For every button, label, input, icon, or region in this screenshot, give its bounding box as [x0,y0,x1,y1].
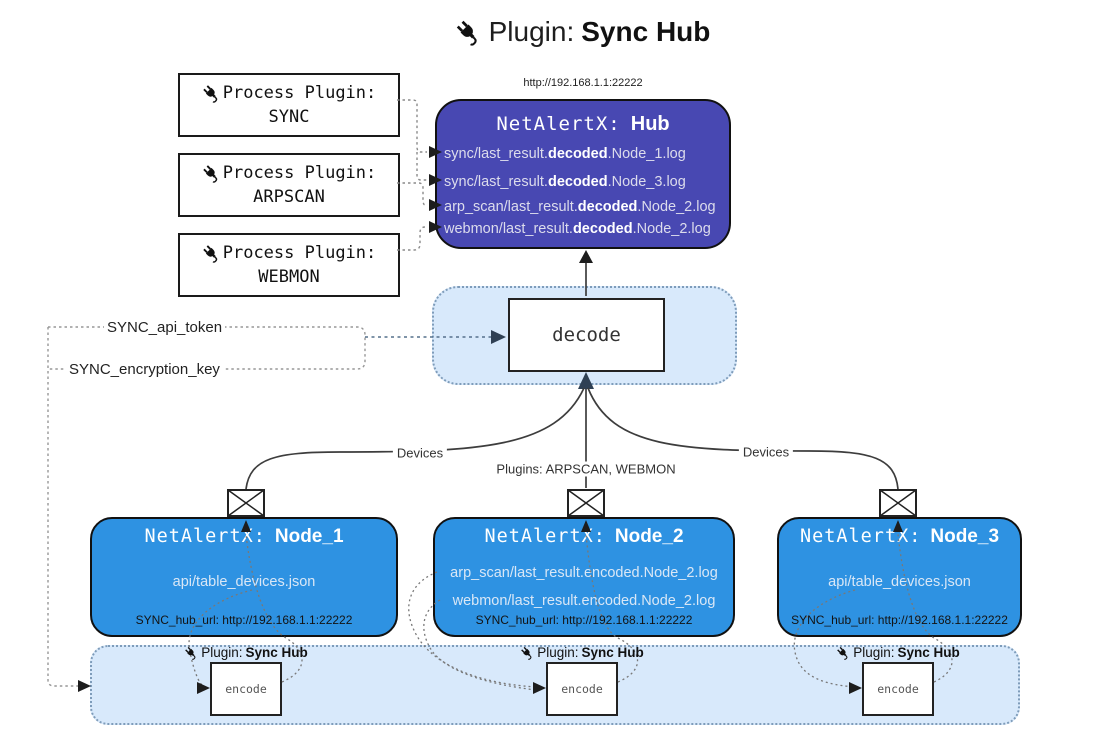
title-text: Plugin: [488,16,575,47]
encode-label: encode [877,682,919,696]
node-hub-url: SYNC_hub_url: http://192.168.1.1:22222 [475,613,693,627]
hub-log-line: sync/last_result.decoded.Node_3.log [444,174,686,190]
process-plugin-label: Process Plugin: [222,83,377,103]
plug-icon [202,244,221,263]
encoder-plugin-label: Plugin: Sync Hub [520,645,644,660]
hub-title-name: Hub [630,113,670,135]
envelope-icon [227,489,265,517]
process-plugin-header: Process Plugin: [202,81,377,105]
process-plugin-label: Process Plugin: [222,243,377,263]
netalertx-node2-box: NetAlertX: Node_2 arp_scan/last_result.e… [433,517,735,637]
hub-url-label: http://192.168.1.1:22222 [523,77,643,89]
process-plugin-header: Process Plugin: [202,241,377,265]
process-plugin-name: SYNC [268,107,310,127]
edge-arpscan-to-hub [397,182,427,206]
node-file: webmon/last_result.encoded.Node_2.log [452,593,716,609]
encode-label: encode [225,682,267,696]
decode-box: decode [508,298,665,372]
node-file: api/table_devices.json [172,574,316,590]
encode-box: encode [546,662,618,716]
encode-box: encode [210,662,282,716]
process-plugin-name: WEBMON [258,267,320,287]
hub-log-line: webmon/last_result.decoded.Node_2.log [444,221,711,237]
plug-icon [455,19,482,46]
process-plugin-box-webmon: Process Plugin: WEBMON [178,233,400,297]
title-bold: Sync Hub [581,16,711,47]
plug-icon [184,646,198,660]
node-file: arp_scan/last_result.encoded.Node_2.log [450,565,718,581]
edge-label-devices-left: Devices [392,445,448,461]
encoder-plugin-label: Plugin: Sync Hub [184,645,308,660]
process-plugin-label: Process Plugin: [222,163,377,183]
node-title: NetAlertX: Node_1 [144,526,344,547]
encode-label: encode [561,682,603,696]
decode-label: decode [552,324,621,346]
envelope-icon [879,489,917,517]
plug-icon [520,646,534,660]
edge-webmon-to-hub [397,226,427,251]
encode-box: encode [862,662,934,716]
process-plugin-header: Process Plugin: [202,161,377,185]
sync-encryption-key-label: SYNC_encryption_key [66,361,223,378]
edge-keys-to-encoders [47,327,78,687]
plug-icon [202,164,221,183]
edge-label-plugins: Plugins: ARPSCAN, WEBMON [492,461,680,477]
netalertx-node3-box: NetAlertX: Node_3 api/table_devices.json… [777,517,1022,637]
edge-sync-to-hub [397,99,427,153]
netalertx-hub-box: NetAlertX: Hub sync/last_result.decoded.… [435,99,731,249]
edge-label-devices-right: Devices [738,444,794,460]
hub-title: NetAlertX: Hub [437,113,729,136]
process-plugin-name: ARPSCAN [253,187,325,207]
sync-api-token-label: SYNC_api_token [104,319,226,336]
hub-title-prefix: NetAlertX: [496,113,621,135]
node-hub-url: SYNC_hub_url: http://192.168.1.1:22222 [135,613,353,627]
hub-log-line: arp_scan/last_result.decoded.Node_2.log [444,199,716,215]
node-title: NetAlertX: Node_3 [799,526,1000,547]
process-plugin-box-sync: Process Plugin: SYNC [178,73,400,137]
process-plugin-box-arpscan: Process Plugin: ARPSCAN [178,153,400,217]
node-title: NetAlertX: Node_2 [484,526,684,547]
edge-sync-to-hub [416,152,427,181]
node-hub-url: SYNC_hub_url: http://192.168.1.1:22222 [791,613,1008,627]
hub-log-line: sync/last_result.decoded.Node_1.log [444,146,686,162]
envelope-icon [567,489,605,517]
node-file: api/table_devices.json [828,574,971,590]
arrowhead [579,250,593,263]
encoder-plugin-label: Plugin: Sync Hub [836,645,960,660]
page-title: Plugin: Sync Hub [24,16,1117,48]
plug-icon [202,84,221,103]
plug-icon [836,646,850,660]
netalertx-node1-box: NetAlertX: Node_1 api/table_devices.json… [90,517,398,637]
